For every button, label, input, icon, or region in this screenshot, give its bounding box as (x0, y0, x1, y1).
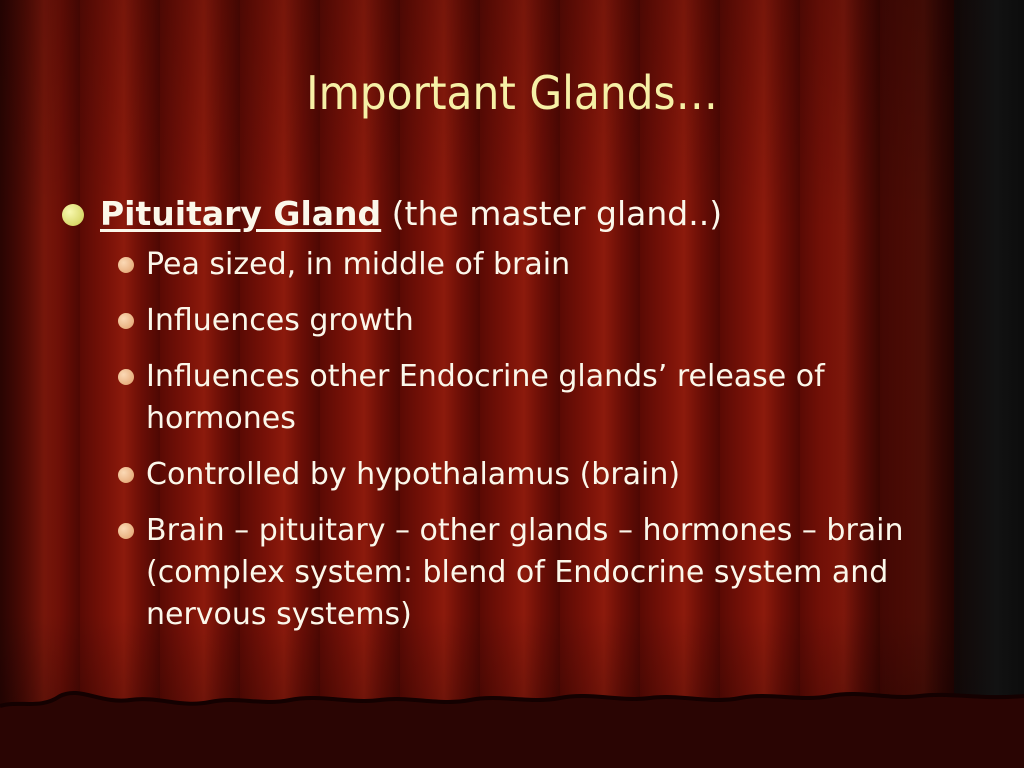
sub-bullet: Influences growth (62, 300, 962, 342)
slide-title: Important Glands… (306, 66, 718, 120)
sub-bullet: Pea sized, in middle of brain (62, 244, 962, 286)
main-bullet-lead: Pituitary Gland (100, 194, 382, 233)
sub-bullet-text: Influences other Endocrine glands’ relea… (146, 359, 825, 436)
sub-bullet-dot-icon (118, 467, 134, 483)
sub-bullet-text: Brain – pituitary – other glands – hormo… (146, 513, 904, 632)
sub-bullet: Influences other Endocrine glands’ relea… (62, 356, 962, 440)
sub-bullet: Brain – pituitary – other glands – hormo… (62, 510, 962, 636)
stage-floor (0, 690, 1024, 768)
sub-bullet-text: Controlled by hypothalamus (brain) (146, 457, 681, 492)
main-bullet: Pituitary Gland (the master gland..) (62, 192, 962, 236)
bullet-list: Pituitary Gland (the master gland..) Pea… (62, 192, 962, 650)
sub-bullet-text: Influences growth (146, 303, 414, 338)
main-bullet-rest: (the master gland..) (381, 194, 723, 233)
sub-bullet-text: Pea sized, in middle of brain (146, 247, 571, 282)
sub-bullet-dot-icon (118, 313, 134, 329)
sub-bullet-dot-icon (118, 523, 134, 539)
sub-bullet-dot-icon (118, 257, 134, 273)
sub-bullet-dot-icon (118, 369, 134, 385)
sub-bullet: Controlled by hypothalamus (brain) (62, 454, 962, 496)
curtain-shadow (954, 0, 1024, 768)
bullet-dot-icon (62, 204, 84, 226)
